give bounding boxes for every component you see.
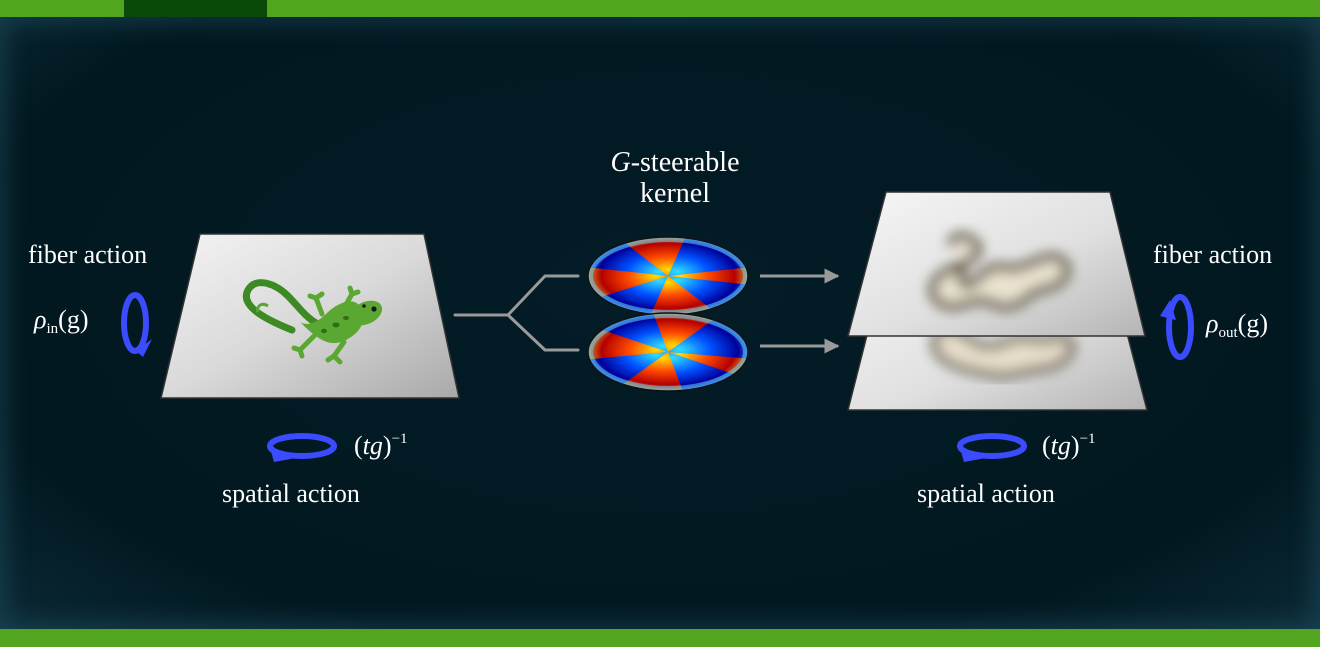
left-rho-in-expression: ρin(g) xyxy=(34,307,88,337)
right-rho-argument: (g) xyxy=(1237,309,1268,338)
left-rho-argument: (g) xyxy=(58,305,89,334)
left-spatial-action-label: spatial action xyxy=(222,479,360,508)
right-fiber-action-label: fiber action xyxy=(1153,240,1273,269)
right-inverse-sup: −1 xyxy=(1079,431,1096,447)
right-spatial-action-label: spatial action xyxy=(917,479,1055,508)
right-rho-symbol: ρ xyxy=(1206,309,1219,338)
left-spatial-rotation-arrow xyxy=(267,433,337,462)
kernel-title-group-symbol: G xyxy=(610,147,631,178)
left-fiber-action-label: fiber action xyxy=(28,240,148,269)
steerable-kernel-disc-top xyxy=(587,236,749,316)
right-spatial-rotation-arrow xyxy=(957,433,1027,462)
top-accent-bar xyxy=(124,0,267,17)
output-plane-front xyxy=(847,191,1146,337)
kernel-title-line2: kernel xyxy=(640,178,710,209)
kernel-title: G-steerable kernel xyxy=(560,147,790,209)
right-paren-close: ) xyxy=(1070,431,1080,460)
lizard-icon xyxy=(242,279,383,365)
right-tg: tg xyxy=(1050,431,1071,460)
left-rho-symbol: ρ xyxy=(34,305,47,334)
right-paren-open: ( xyxy=(1042,431,1051,460)
left-inverse-sup: −1 xyxy=(391,431,408,447)
left-spatial-expression: (tg)−1 xyxy=(354,432,408,459)
right-rho-subscript: out xyxy=(1218,325,1238,341)
left-paren-open: ( xyxy=(354,431,363,460)
left-rho-subscript: in xyxy=(46,321,59,337)
left-fiber-rotation-arrow xyxy=(121,292,152,357)
kernel-output-arrows xyxy=(760,268,840,354)
steerable-kernel-disc-bottom xyxy=(587,312,749,392)
kernel-fork-connector xyxy=(453,274,580,352)
right-rho-out-expression: ρout(g) xyxy=(1206,311,1268,341)
kernel-title-rest: -steerable xyxy=(630,147,740,178)
left-paren-close: ) xyxy=(382,431,392,460)
left-tg: tg xyxy=(362,431,383,460)
right-spatial-expression: (tg)−1 xyxy=(1042,432,1096,459)
right-fiber-rotation-arrow xyxy=(1160,294,1194,360)
